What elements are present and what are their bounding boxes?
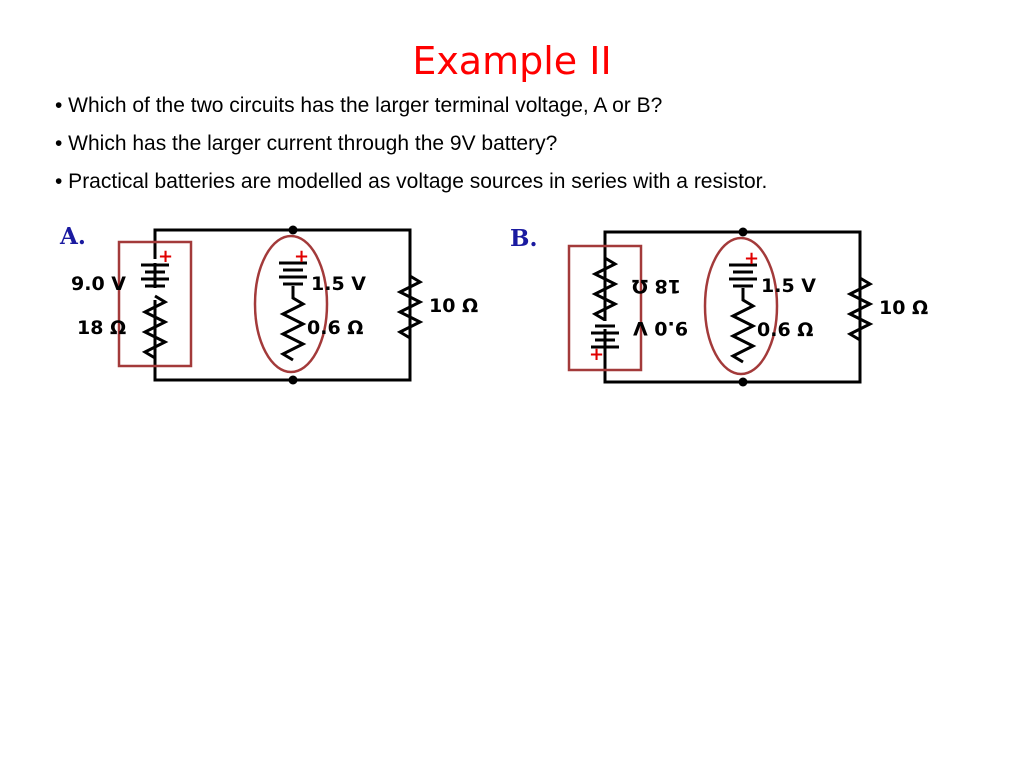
circuit-a-node: [288, 375, 298, 385]
circuit-b-diagram: B. + + 18 Ω 9.0 V 1.5 V 0.6 Ω 10 Ω: [505, 218, 945, 388]
circuit-a-svg: A. + + 9.0 V 18 Ω 1.5 V 0.6 Ω 10 Ω: [59, 223, 478, 385]
circuit-a-wire-loop: [153, 228, 412, 382]
circuit-b-left-resistor: [591, 256, 619, 322]
circuit-a-left-resistance: 18 Ω: [77, 317, 126, 339]
circuit-a-mid-voltage: 1.5 V: [311, 273, 366, 295]
circuit-b-mid-battery-outline: [703, 236, 779, 376]
circuit-a-load-resistance: 10 Ω: [429, 295, 478, 317]
circuit-b-node: [738, 377, 748, 387]
circuit-b-load-resistance: 10 Ω: [879, 297, 928, 319]
circuit-b-plus-sign: +: [744, 248, 759, 269]
circuit-a-mid-resistor: [279, 286, 307, 362]
circuit-a-left-battery-outline: [117, 240, 193, 368]
circuit-a-left-voltage: 9.0 V: [71, 273, 126, 295]
circuit-b-left-voltage: 9.0 V: [633, 317, 688, 339]
circuit-b-left-battery-outline: [567, 244, 643, 372]
circuit-a-plus-sign: +: [294, 246, 309, 267]
circuit-a-load-resistor: [396, 274, 424, 340]
circuit-b-svg: B. + + 18 Ω 9.0 V 1.5 V 0.6 Ω 10 Ω: [510, 225, 928, 387]
bullet-item: • Which has the larger current through t…: [55, 132, 558, 155]
circuit-b-mid-resistance: 0.6 Ω: [757, 319, 813, 341]
circuit-a-mid-battery-outline: [253, 234, 329, 374]
bullet-list: • Which of the two circuits has the larg…: [55, 94, 767, 208]
circuit-b-left-resistance: 18 Ω: [632, 275, 681, 297]
circuit-b-wire-loop: [603, 230, 862, 384]
circuit-a-plus-sign: +: [158, 246, 173, 267]
circuit-a-diagram: A. + + 9.0 V 18 Ω 1.5 V 0.6 Ω 10 Ω: [55, 218, 495, 388]
bullet-item: • Which of the two circuits has the larg…: [55, 94, 663, 117]
circuit-a-gap: [150, 259, 160, 263]
circuit-a-gap: [151, 288, 159, 300]
circuit-b-mid-voltage: 1.5 V: [761, 275, 816, 297]
circuit-b-mid-resistor: [729, 288, 757, 364]
circuit-a-name: A.: [59, 223, 86, 250]
circuit-b-name: B.: [510, 225, 537, 252]
circuit-a-node: [288, 225, 298, 235]
circuit-a-left-resistor: [141, 294, 169, 360]
circuit-b-node: [738, 227, 748, 237]
circuit-a-mid-resistance: 0.6 Ω: [307, 317, 363, 339]
slide-title: Example II: [412, 39, 612, 83]
bullet-item: • Practical batteries are modelled as vo…: [55, 170, 768, 193]
circuit-b-load-resistor: [846, 276, 874, 342]
circuit-b-plus-sign: +: [589, 344, 604, 365]
